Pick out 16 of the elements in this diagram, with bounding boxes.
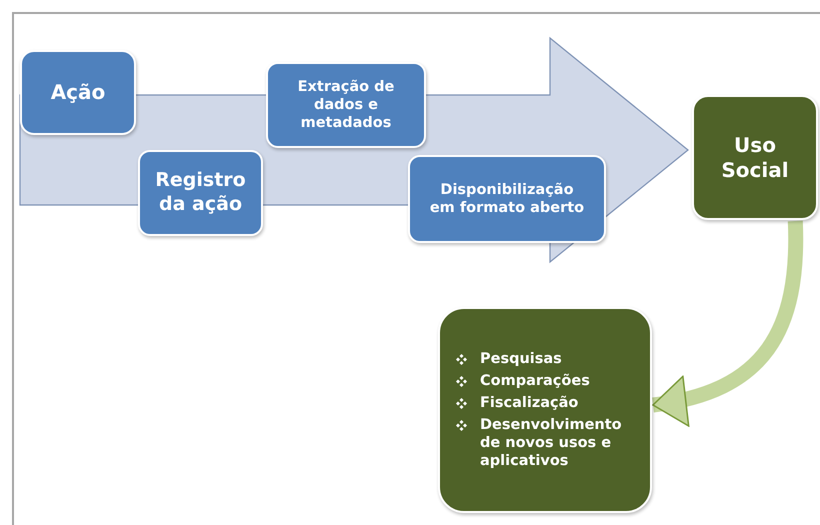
bullet-item: Fiscalização [480,394,578,411]
box-label: Registro da ação [155,169,246,217]
bullet-item: Comparações [480,372,590,389]
process-box [266,62,426,148]
process-box [20,50,136,135]
curved-arrow [652,220,804,426]
box-label: Extração de dados e metadados [296,78,396,132]
process-box [408,155,606,243]
process-box [692,95,818,220]
process-box [138,150,263,236]
list-box [438,307,652,513]
box-label: Disponibilização em formato aberto [428,180,586,218]
box-label: Uso Social [720,132,790,182]
bullet-item: Desenvolvimento de novos usos e aplicativos [480,417,622,470]
box-label: Ação [50,80,106,105]
bullet-item: Pesquisas [480,350,562,367]
